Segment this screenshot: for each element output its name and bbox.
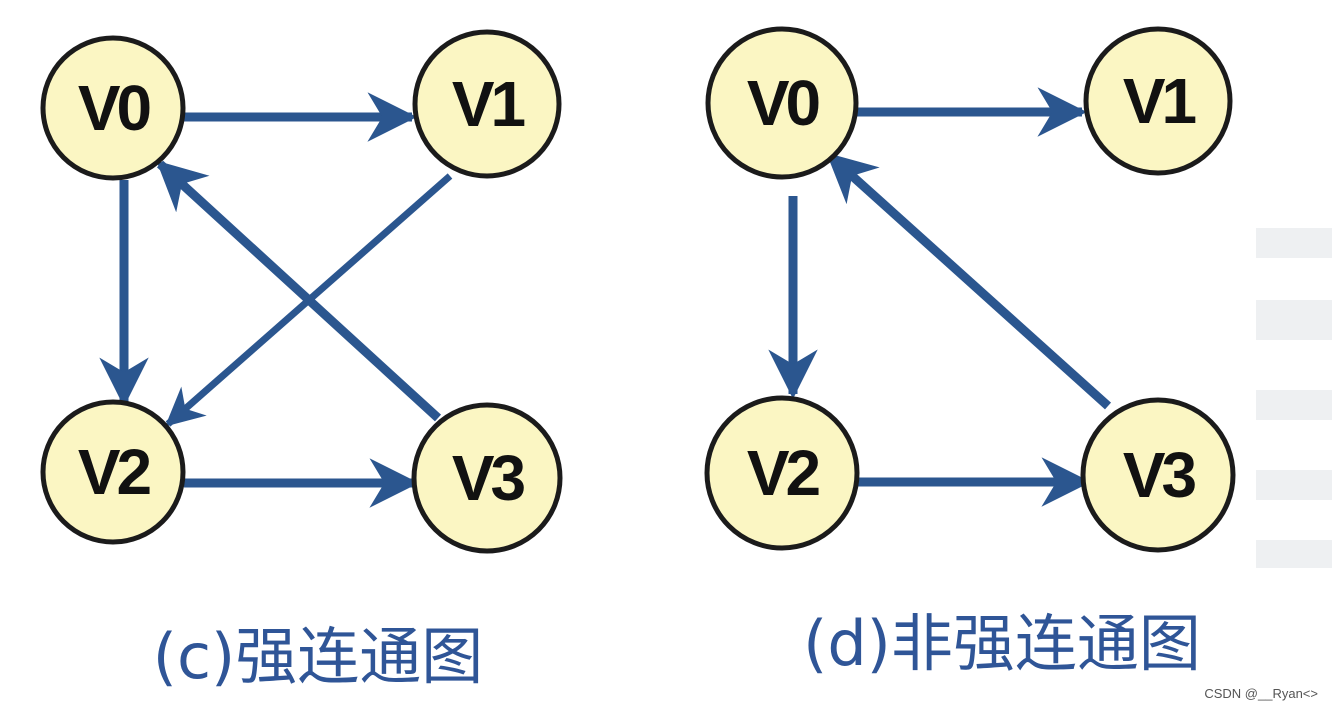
watermark: CSDN @__Ryan<> xyxy=(1204,686,1318,701)
node-c-v0-label: V0 xyxy=(78,72,150,144)
node-d-v3-label: V3 xyxy=(1123,439,1196,511)
graph-c-edges xyxy=(99,92,453,508)
node-c-v3: V3 xyxy=(411,402,563,554)
node-d-v0: V0 xyxy=(705,26,859,180)
caption-c: (c)强连通图 xyxy=(153,620,483,693)
node-c-v0: V0 xyxy=(40,35,186,181)
edge-d-v3-v0 xyxy=(826,152,1112,410)
graph-d-edges xyxy=(768,87,1112,507)
node-c-v2-label: V2 xyxy=(78,436,151,508)
graph-d-nodes: V0 V1 V2 V3 xyxy=(704,26,1236,553)
graph-c: V0 V1 V2 V3 (c)强连通图 xyxy=(40,29,563,693)
node-d-v3: V3 xyxy=(1080,397,1236,553)
node-d-v1: V1 xyxy=(1083,26,1233,176)
node-c-v2: V2 xyxy=(40,399,186,545)
graph-d: V0 V1 V2 V3 (d)非强连通图 xyxy=(704,26,1236,680)
node-c-v1-label: V1 xyxy=(452,68,525,140)
node-d-v0-label: V0 xyxy=(747,67,819,139)
caption-d: (d)非强连通图 xyxy=(803,607,1201,680)
node-d-v2: V2 xyxy=(704,395,860,551)
graph-c-nodes: V0 V1 V2 V3 xyxy=(40,29,563,554)
node-d-v1-label: V1 xyxy=(1123,65,1196,137)
background-artifact xyxy=(1256,228,1332,568)
edge-c-v3-v0 xyxy=(156,160,442,422)
node-c-v1: V1 xyxy=(412,29,562,179)
node-c-v3-label: V3 xyxy=(452,442,525,514)
node-d-v2-label: V2 xyxy=(747,437,820,509)
